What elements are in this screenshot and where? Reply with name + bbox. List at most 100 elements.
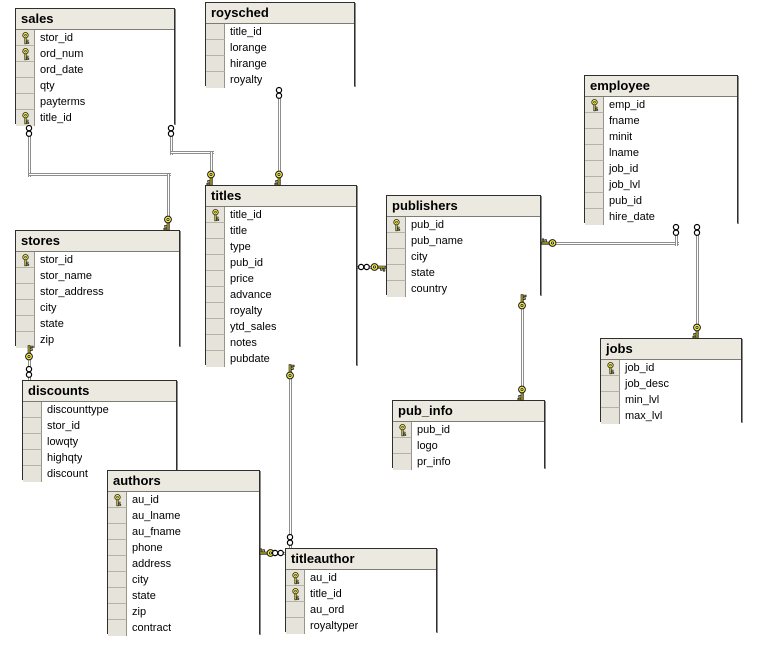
column-row-sales-stor_id[interactable]: stor_id [16,30,174,46]
column-row-employee-emp_id[interactable]: emp_id [585,97,737,113]
column-name: ytd_sales [230,321,277,333]
column-icon-cell [585,209,604,225]
column-row-publishers-country[interactable]: country [387,281,540,297]
column-row-jobs-job_id[interactable]: job_id [601,360,741,376]
relationship-line-sales-stores[interactable] [28,124,31,177]
column-row-roysched-royalty[interactable]: royalty [206,72,354,88]
column-row-stores-stor_id[interactable]: stor_id [16,252,179,268]
column-row-pub_info-pr_info[interactable]: pr_info [393,454,544,470]
table-header-jobs[interactable]: jobs [601,339,741,360]
relationship-line-sales-titles[interactable] [171,151,214,154]
column-row-titleauthor-au_ord[interactable]: au_ord [286,602,436,618]
column-row-titles-type[interactable]: type [206,239,356,255]
column-row-jobs-min_lvl[interactable]: min_lvl [601,392,741,408]
column-row-employee-pub_id[interactable]: pub_id [585,193,737,209]
column-row-authors-city[interactable]: city [108,572,259,588]
table-header-stores[interactable]: stores [16,231,179,252]
column-row-pub_info-pub_id[interactable]: pub_id [393,422,544,438]
relationship-line-titles-titleauthor[interactable] [289,365,292,551]
column-row-authors-zip[interactable]: zip [108,604,259,620]
table-header-titles[interactable]: titles [206,186,356,207]
column-row-titles-price[interactable]: price [206,271,356,287]
column-row-roysched-hirange[interactable]: hirange [206,56,354,72]
relationship-line-publishers-pub_info[interactable] [521,295,524,403]
column-row-titles-title_id[interactable]: title_id [206,207,356,223]
column-row-authors-au_id[interactable]: au_id [108,492,259,508]
column-row-titles-pubdate[interactable]: pubdate [206,351,356,367]
column-row-publishers-pub_name[interactable]: pub_name [387,233,540,249]
column-row-authors-au_lname[interactable]: au_lname [108,508,259,524]
column-row-titleauthor-title_id[interactable]: title_id [286,586,436,602]
column-row-pub_info-logo[interactable]: logo [393,438,544,454]
relationship-line-sales-titles[interactable] [210,152,213,188]
column-row-stores-state[interactable]: state [16,316,179,332]
column-row-sales-ord_num[interactable]: ord_num [16,46,174,62]
column-row-stores-stor_name[interactable]: stor_name [16,268,179,284]
column-row-authors-contract[interactable]: contract [108,620,259,636]
relationship-line-sales-stores[interactable] [29,173,171,176]
column-row-employee-fname[interactable]: fname [585,113,737,129]
column-row-roysched-lorange[interactable]: lorange [206,40,354,56]
column-row-titles-ytd_sales[interactable]: ytd_sales [206,319,356,335]
table-header-authors[interactable]: authors [108,471,259,492]
column-row-discounts-highqty[interactable]: highqty [23,450,176,466]
column-row-publishers-state[interactable]: state [387,265,540,281]
column-row-sales-ord_date[interactable]: ord_date [16,62,174,78]
column-row-titles-pub_id[interactable]: pub_id [206,255,356,271]
table-header-roysched[interactable]: roysched [206,3,354,24]
table-header-sales[interactable]: sales [16,9,174,30]
column-row-employee-hire_date[interactable]: hire_date [585,209,737,225]
column-row-discounts-discounttype[interactable]: discounttype [23,402,176,418]
relationship-line-roysched-titles[interactable] [278,86,281,188]
column-row-titles-royalty[interactable]: royalty [206,303,356,319]
column-row-stores-stor_address[interactable]: stor_address [16,284,179,300]
column-row-publishers-city[interactable]: city [387,249,540,265]
column-row-roysched-title_id[interactable]: title_id [206,24,354,40]
column-row-stores-city[interactable]: city [16,300,179,316]
column-row-stores-zip[interactable]: zip [16,332,179,348]
table-header-titleauthor[interactable]: titleauthor [286,549,436,570]
column-row-employee-job_lvl[interactable]: job_lvl [585,177,737,193]
column-row-discounts-stor_id[interactable]: stor_id [23,418,176,434]
column-row-jobs-job_desc[interactable]: job_desc [601,376,741,392]
column-row-authors-address[interactable]: address [108,556,259,572]
column-row-authors-state[interactable]: state [108,588,259,604]
column-row-authors-phone[interactable]: phone [108,540,259,556]
table-header-publishers[interactable]: publishers [387,196,540,217]
column-row-titleauthor-au_id[interactable]: au_id [286,570,436,586]
column-row-titles-advance[interactable]: advance [206,287,356,303]
table-header-discounts[interactable]: discounts [23,381,176,402]
column-row-sales-title_id[interactable]: title_id [16,110,174,126]
column-row-employee-minit[interactable]: minit [585,129,737,145]
column-row-employee-job_id[interactable]: job_id [585,161,737,177]
relationship-line-stores-discounts[interactable] [28,346,31,383]
column-row-sales-payterms[interactable]: payterms [16,94,174,110]
table-header-pub_info[interactable]: pub_info [393,401,544,422]
column-row-jobs-max_lvl[interactable]: max_lvl [601,408,741,424]
column-row-titleauthor-royaltyper[interactable]: royaltyper [286,618,436,634]
column-row-titles-title[interactable]: title [206,223,356,239]
column-name: au_id [310,572,337,584]
column-row-sales-qty[interactable]: qty [16,78,174,94]
column-row-employee-lname[interactable]: lname [585,145,737,161]
column-row-publishers-pub_id[interactable]: pub_id [387,217,540,233]
relationship-line-sales-titles[interactable] [170,124,173,155]
relationship-line-employee-jobs[interactable] [696,223,699,341]
table-header-employee[interactable]: employee [585,76,737,97]
relationship-line-employee-publishers[interactable] [541,242,679,245]
column-row-authors-au_fname[interactable]: au_fname [108,524,259,540]
relationship-line-sales-stores[interactable] [167,174,170,233]
column-row-discounts-lowqty[interactable]: lowqty [23,434,176,450]
column-row-titles-notes[interactable]: notes [206,335,356,351]
